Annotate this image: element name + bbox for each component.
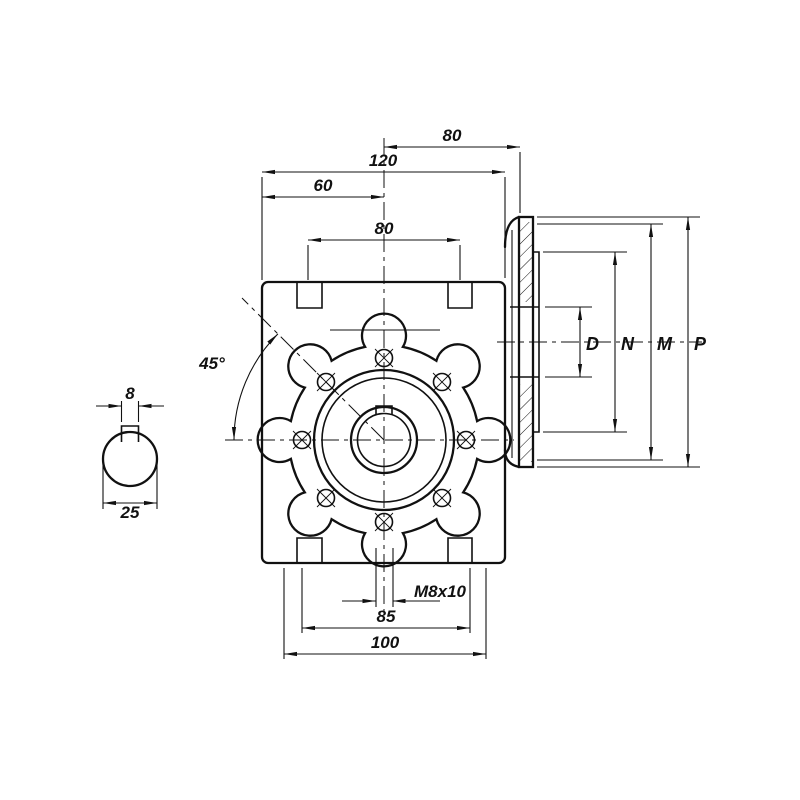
boss-outer-circle xyxy=(312,368,456,512)
bottom-left-lug xyxy=(296,537,323,563)
dim-text-60: 60 xyxy=(314,176,333,195)
shaft-keyway xyxy=(120,425,140,442)
output-bore-circle xyxy=(349,405,419,475)
bore-keyway-notch xyxy=(375,405,393,415)
flange-section-hatch-bottom xyxy=(520,384,533,462)
flange-section-hatch-top xyxy=(520,222,533,302)
dim-text-key-8: 8 xyxy=(125,384,135,403)
top-left-lug xyxy=(296,282,323,309)
shaft-cross-section xyxy=(101,425,159,488)
boss-inner-circle xyxy=(321,377,447,503)
dim-text-M: M xyxy=(657,334,673,354)
dim-text-N: N xyxy=(621,334,635,354)
dim-text-80-holes: 80 xyxy=(375,219,394,238)
dim-text-80-top: 80 xyxy=(443,126,462,145)
dim-text-D: D xyxy=(586,334,599,354)
dim-text-45deg: 45° xyxy=(198,354,225,373)
shaft-circle xyxy=(101,430,159,488)
dimension-lines xyxy=(96,144,691,657)
diagonal-45-centerline xyxy=(241,297,385,441)
dim-text-85: 85 xyxy=(377,607,396,626)
output-shaft-hole-circle xyxy=(356,412,412,468)
dim-text-m8x10: M8x10 xyxy=(414,582,467,601)
bottom-right-lug xyxy=(447,537,473,563)
flange-neck-bottom xyxy=(503,448,521,469)
dim-text-P: P xyxy=(694,334,707,354)
flange-plate xyxy=(517,215,535,469)
flange-spigot xyxy=(533,251,540,433)
top-right-lug xyxy=(447,282,473,309)
dim-text-120: 120 xyxy=(369,151,398,170)
scalloped-flange-outline xyxy=(256,312,512,568)
angle-arc-45 xyxy=(231,333,279,441)
dim-text-100: 100 xyxy=(371,633,400,652)
dimensions: 80 120 60 80 45° 8 25 M8x10 85 100 D N M… xyxy=(96,126,707,659)
dim-text-25: 25 xyxy=(120,503,140,522)
extension-lines xyxy=(102,152,700,659)
input-flange-side-view xyxy=(503,215,540,469)
